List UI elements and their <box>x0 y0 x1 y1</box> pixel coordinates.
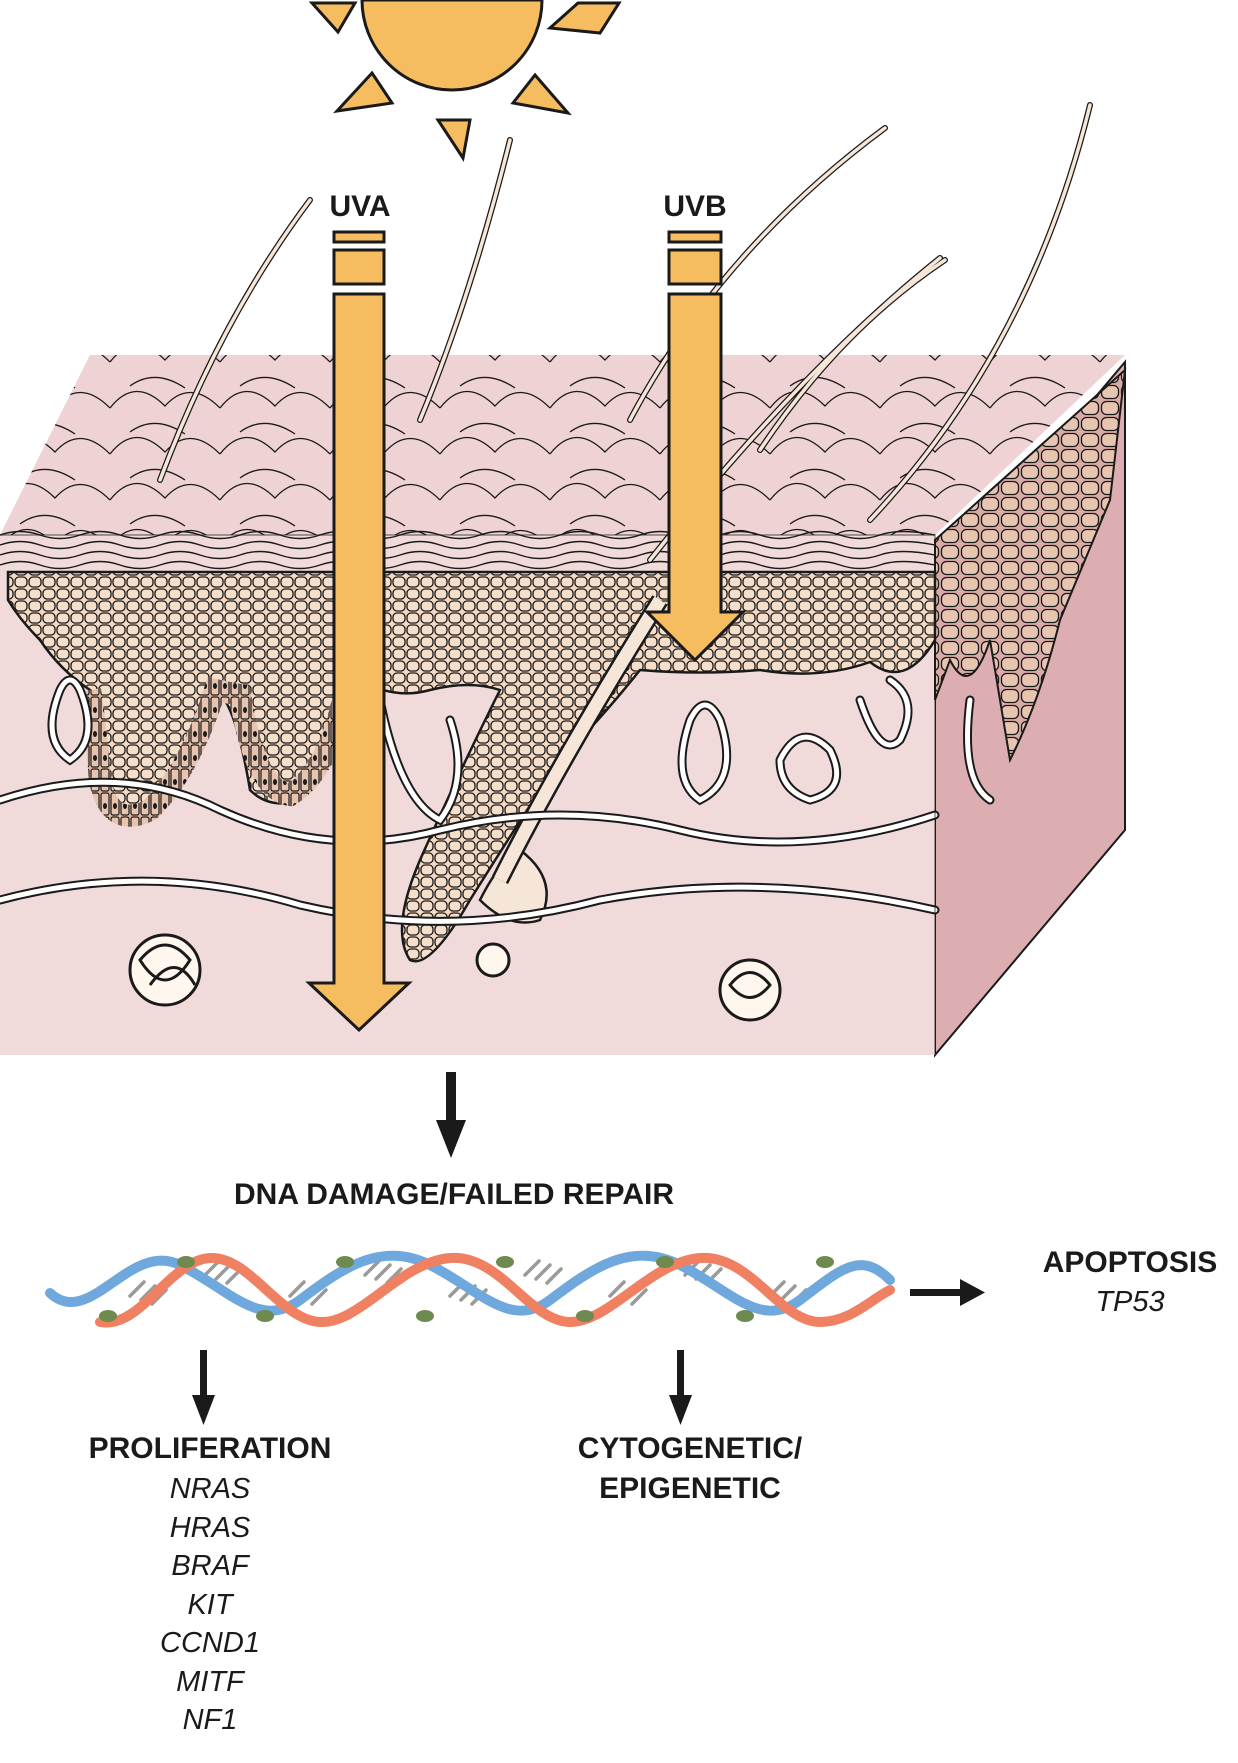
proliferation-gene: CCND1 <box>160 1627 260 1659</box>
apoptosis-title: APOPTOSIS <box>1042 1246 1218 1279</box>
apoptosis-gene: TP53 <box>1095 1286 1165 1318</box>
sweat-gland-left <box>128 933 202 1007</box>
proliferation-gene-list: NRAS HRAS BRAF KIT CCND1 MITF NF1 <box>60 1470 360 1740</box>
arrow-to-cytogenetic <box>669 1350 692 1425</box>
cytogenetic-title-line2: EPIGENETIC <box>599 1472 781 1505</box>
sun-icon <box>308 0 622 162</box>
proliferation-gene: NRAS <box>169 1473 251 1505</box>
proliferation-gene: NF1 <box>182 1704 238 1736</box>
proliferation-title: PROLIFERATION <box>88 1432 332 1465</box>
dna-helix <box>45 1250 895 1328</box>
proliferation-gene: BRAF <box>171 1550 249 1582</box>
sweat-gland-follicle <box>475 942 511 978</box>
uvb-label: UVB <box>663 190 727 223</box>
hair-follicle <box>478 595 668 924</box>
skin-block <box>0 355 1127 1058</box>
proliferation-gene: MITF <box>176 1665 244 1698</box>
cytogenetic-title-line1: CYTOGENETIC/ <box>577 1432 803 1465</box>
proliferation-gene: KIT <box>187 1588 233 1621</box>
proliferation-gene: HRAS <box>169 1511 251 1544</box>
sweat-gland-right <box>718 958 782 1022</box>
arrow-to-dna-damage <box>436 1072 466 1158</box>
arrow-to-apoptosis <box>910 1279 985 1306</box>
uva-arrow <box>305 230 413 1033</box>
uva-label: UVA <box>329 190 391 223</box>
uvb-arrow <box>643 230 747 663</box>
arrow-to-proliferation <box>192 1350 215 1425</box>
dna-damage-label: DNA DAMAGE/FAILED REPAIR <box>233 1178 674 1211</box>
